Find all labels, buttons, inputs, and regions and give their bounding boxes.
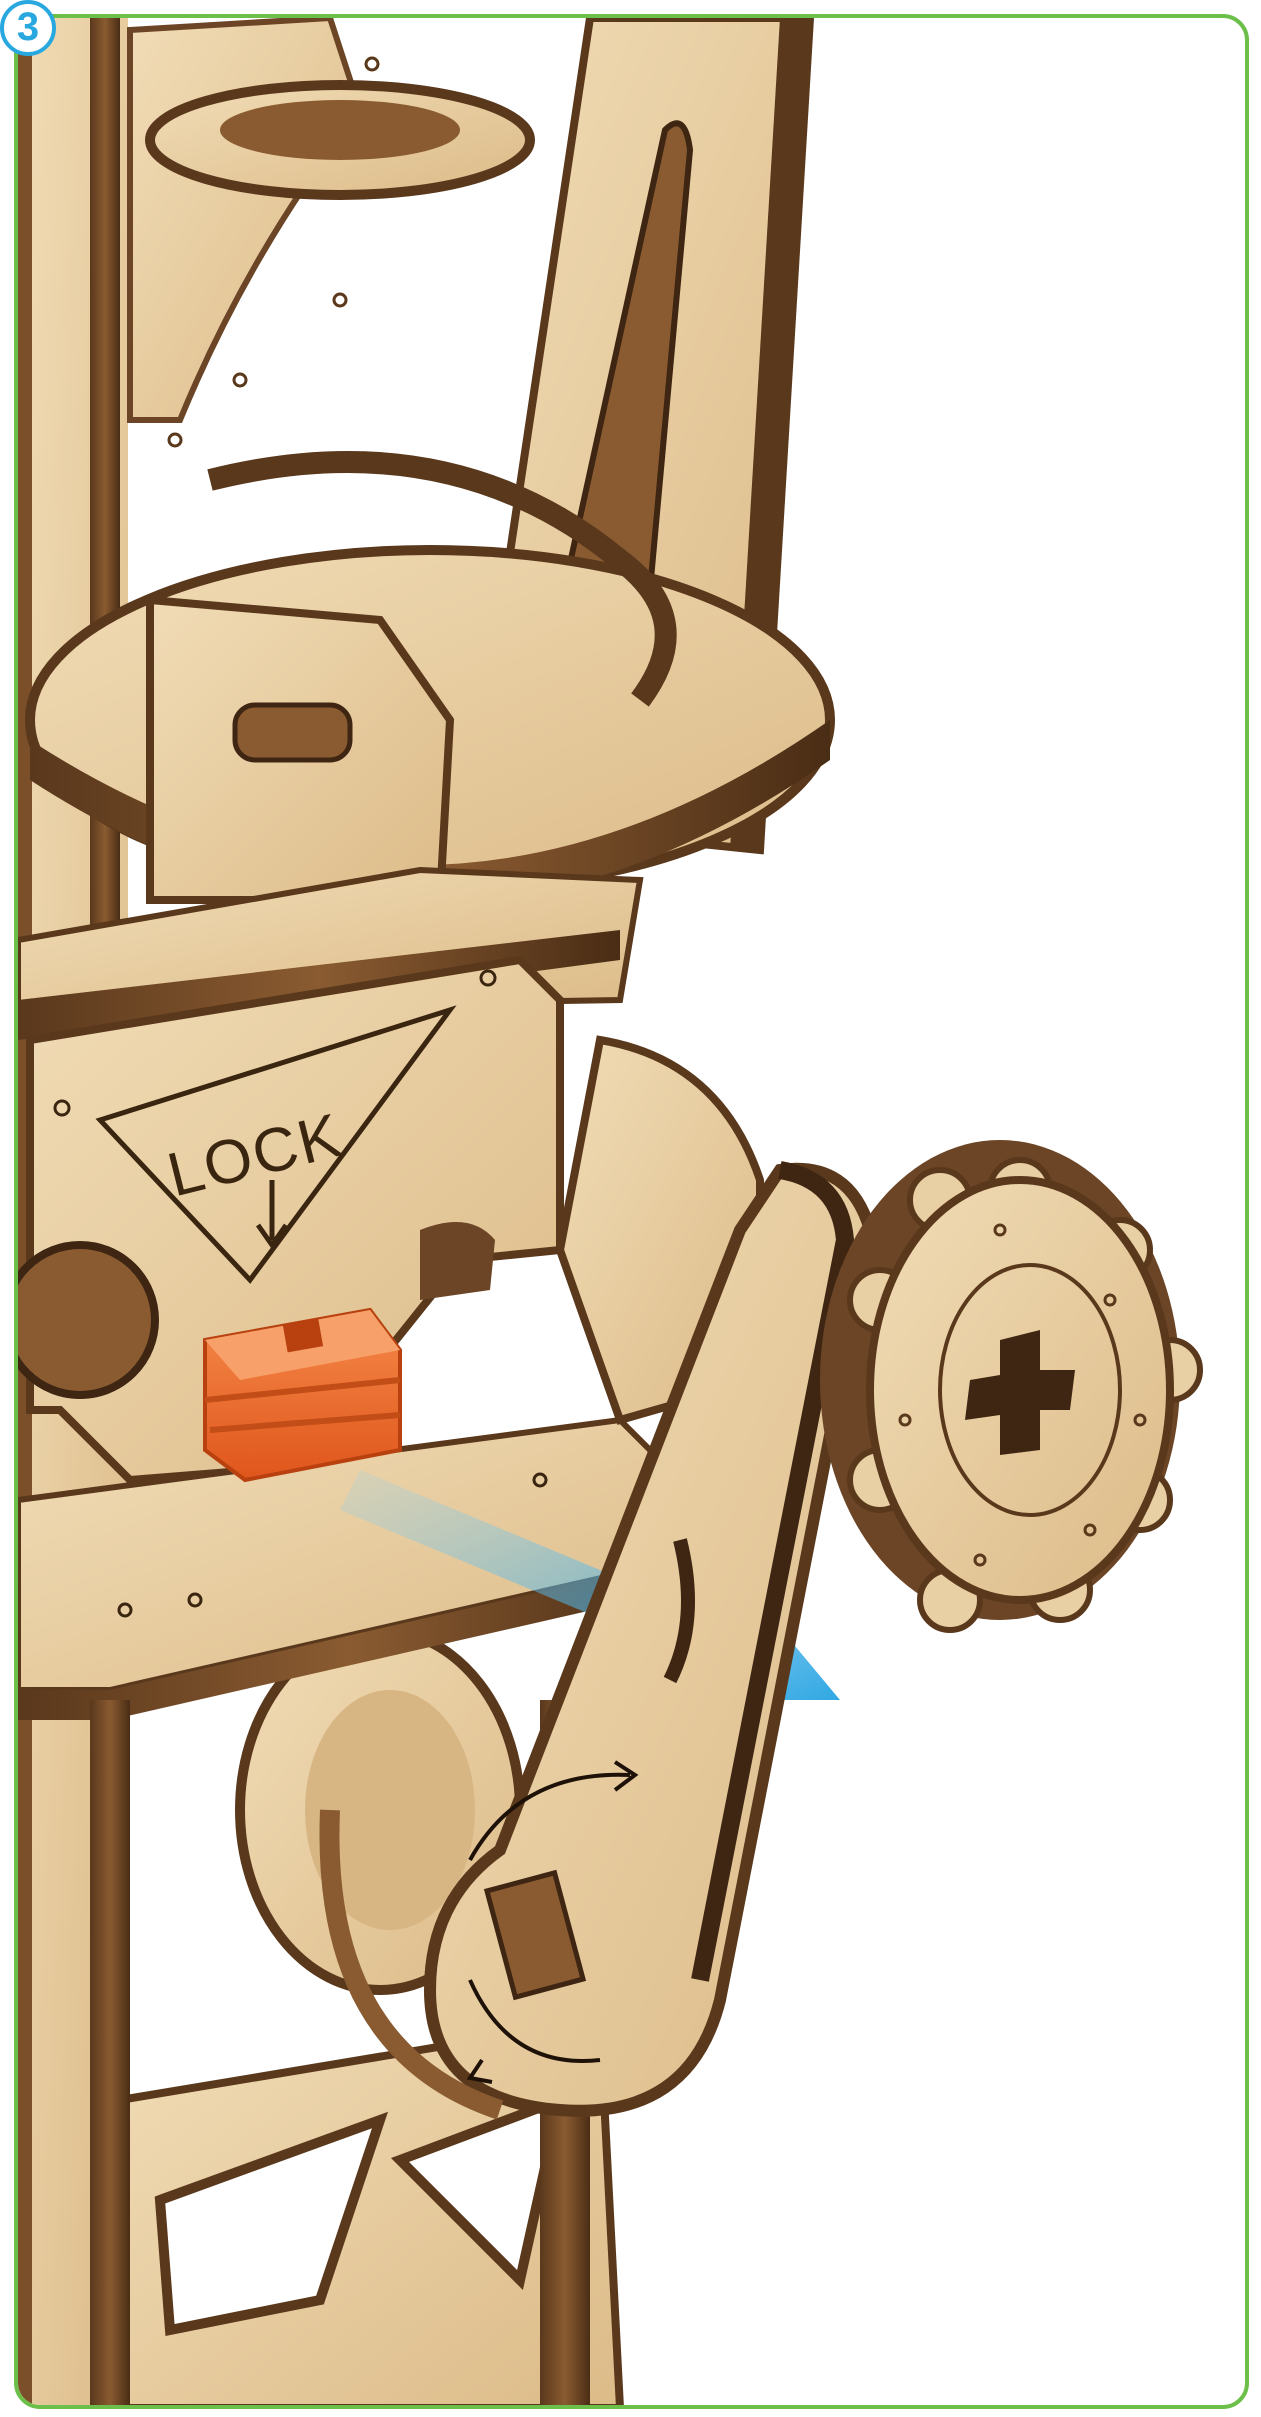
gear-icon [820,1140,1200,1630]
top-ramp-piece [130,18,530,446]
step-number-badge: 3 [0,0,56,56]
lock-block [205,1310,400,1480]
